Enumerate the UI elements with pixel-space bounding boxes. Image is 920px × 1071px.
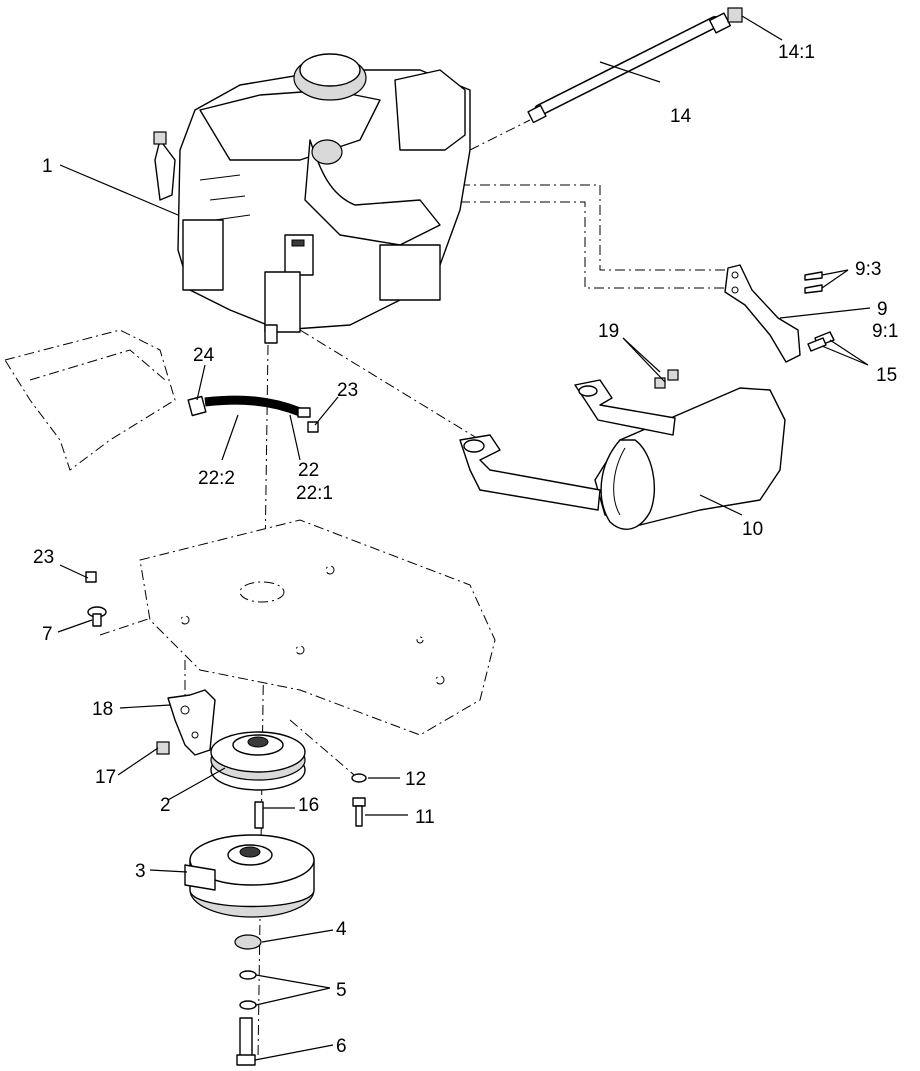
callout-23-left: 23 [33, 547, 54, 568]
engine-deck-plate [139, 519, 496, 736]
callout-22-1: 22:1 [296, 483, 333, 504]
frame-side-section [4, 329, 176, 471]
carriage-bolt [87, 606, 107, 627]
electric-clutch [184, 834, 315, 918]
callout-9-3: 9:3 [855, 259, 881, 280]
callout-11: 11 [415, 807, 435, 828]
callout-17: 17 [95, 767, 116, 788]
washer-and-bolt [351, 773, 367, 827]
callout-19: 19 [598, 321, 619, 342]
engine [153, 53, 471, 344]
callout-24: 24 [193, 345, 215, 366]
oil-drain-hose [527, 7, 743, 124]
pulley [210, 731, 306, 791]
leader-lines [57, 15, 871, 1061]
clutch-bracket [156, 689, 216, 756]
muffler [459, 369, 786, 530]
callout-15: 15 [876, 365, 897, 386]
callout-18: 18 [92, 699, 113, 720]
callout-3: 3 [135, 861, 146, 882]
callout-9-1: 9:1 [872, 321, 898, 342]
callout-23-top: 23 [337, 380, 358, 401]
callout-16: 16 [298, 795, 319, 816]
callout-1: 1 [42, 156, 53, 177]
muffler-bracket [724, 264, 835, 363]
callout-7: 7 [42, 624, 53, 645]
fuel-hose-assembly [85, 395, 319, 583]
callout-10: 10 [742, 519, 763, 540]
callout-14: 14 [670, 106, 692, 127]
callout-4: 4 [336, 919, 347, 940]
callout-2: 2 [160, 795, 171, 816]
callout-22-2: 22:2 [198, 468, 235, 489]
key [254, 801, 264, 829]
washers-and-bolt [234, 934, 262, 1066]
callout-5: 5 [336, 980, 347, 1001]
callout-9: 9 [877, 299, 888, 320]
callout-14-1: 14:1 [778, 42, 815, 63]
callout-labels: 1 2 3 4 5 6 7 9 9:1 9:3 10 11 12 14 14:1… [33, 42, 898, 1057]
callout-22: 22 [298, 460, 319, 481]
callout-6: 6 [336, 1036, 347, 1057]
callout-12: 12 [405, 769, 426, 790]
